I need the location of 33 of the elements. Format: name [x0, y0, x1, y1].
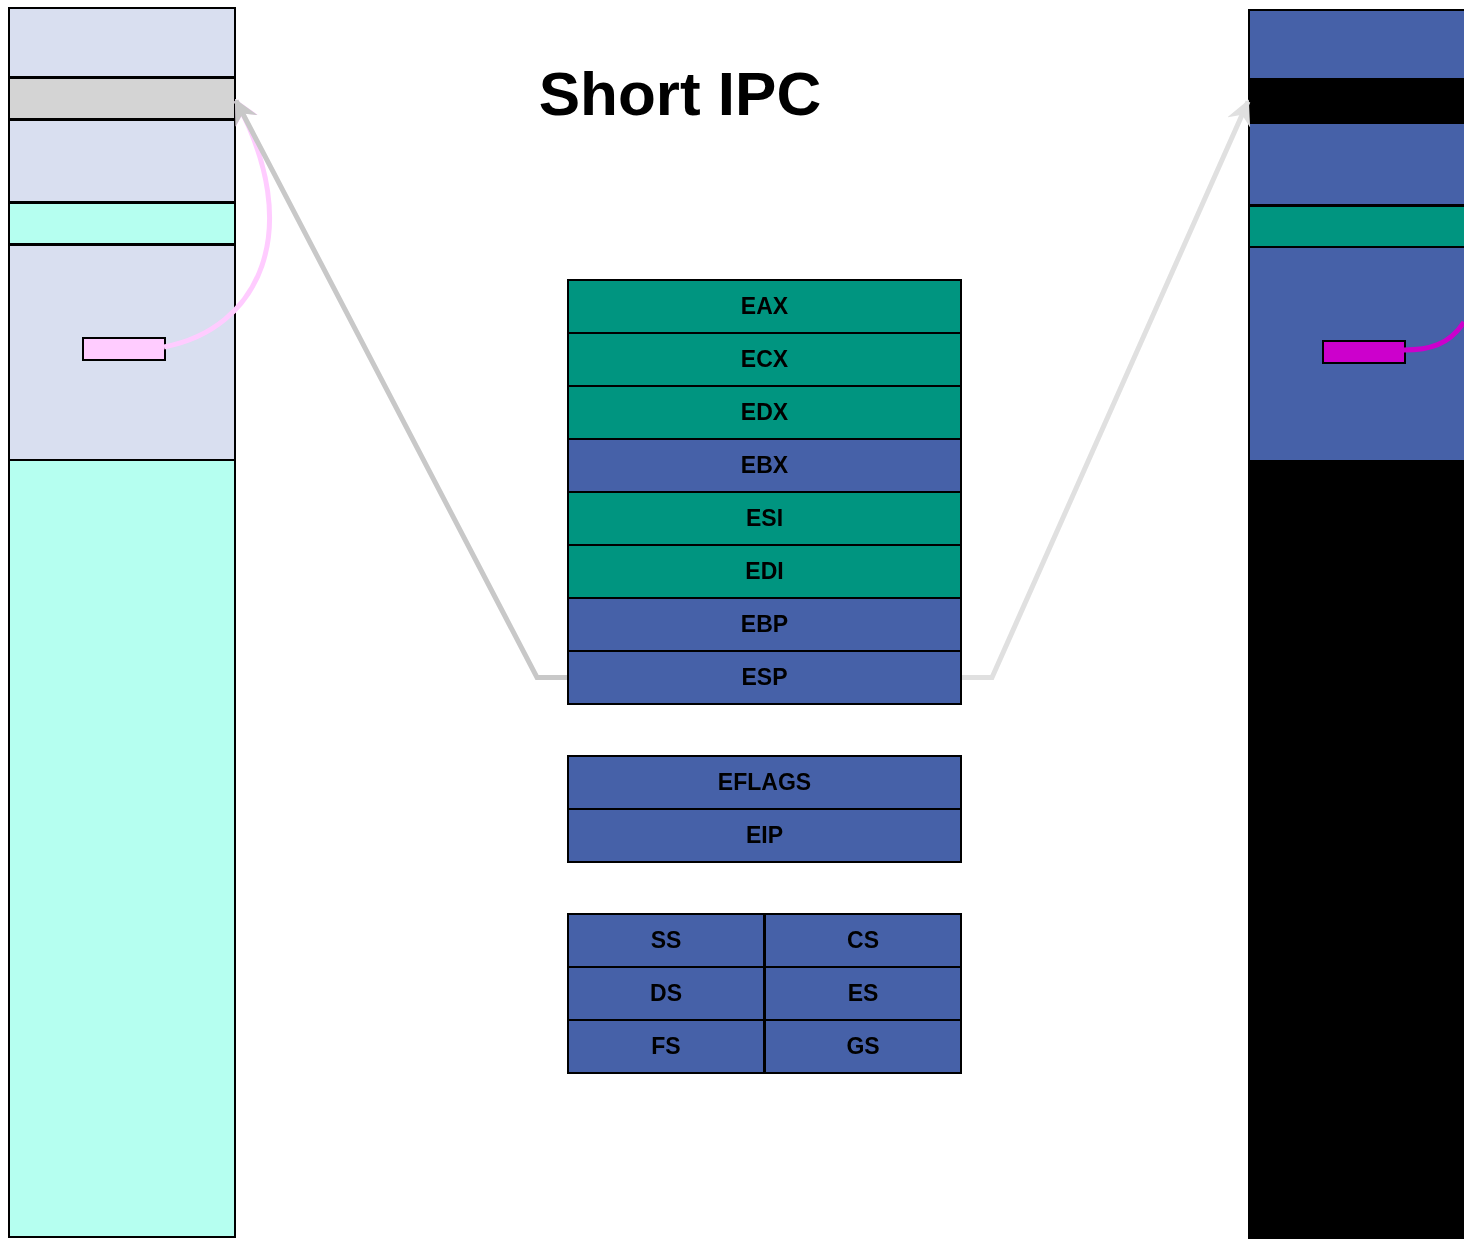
memory-segment: [8, 459, 236, 1238]
register-cell: [567, 808, 962, 863]
register-cell: [764, 966, 962, 1021]
memory-segment: [1248, 9, 1464, 80]
register-cell: [567, 650, 962, 705]
register-cell: [567, 755, 962, 810]
register-cell: [764, 1019, 962, 1074]
curved-arrow: [233, 98, 567, 680]
memory-segment: [1248, 246, 1464, 462]
register-cell: [567, 913, 765, 968]
register-cell: [567, 332, 962, 387]
register-cell: [567, 966, 765, 1021]
memory-segment: [8, 244, 236, 461]
register-cell: [764, 913, 962, 968]
register-cell: [567, 1019, 765, 1074]
memory-segment: [1248, 460, 1464, 1239]
register-cell: [567, 385, 962, 440]
register-cell: [567, 491, 962, 546]
register-cell: [567, 597, 962, 652]
small-box: [82, 337, 166, 361]
memory-segment: [8, 119, 236, 203]
memory-segment: [8, 7, 236, 78]
memory-segment: [8, 77, 236, 120]
title: Short IPC: [537, 58, 823, 129]
memory-segment: [1248, 79, 1464, 124]
register-cell: [567, 438, 962, 493]
small-box: [1322, 340, 1406, 364]
register-cell: [567, 279, 962, 334]
memory-segment: [1248, 122, 1464, 206]
memory-segment: [8, 202, 236, 245]
curved-arrow: [962, 99, 1251, 680]
register-cell: [567, 544, 962, 599]
memory-segment: [1248, 205, 1464, 248]
